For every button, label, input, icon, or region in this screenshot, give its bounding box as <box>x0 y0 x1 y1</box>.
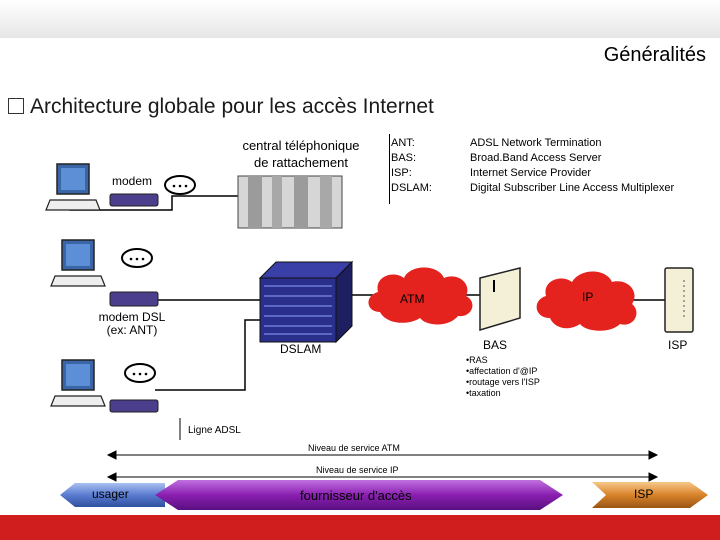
usager-label: usager <box>92 487 129 501</box>
computer-icon-1 <box>45 163 101 211</box>
niveau-atm-label: Niveau de service ATM <box>308 443 400 453</box>
modem-box-1 <box>109 193 159 207</box>
usager-arrow <box>60 483 165 507</box>
bottom-red-bar <box>0 515 720 540</box>
legend-def: Broad.Band Access Server <box>470 152 602 164</box>
computer-icon-3 <box>50 359 106 407</box>
modem-label: modem <box>112 174 153 188</box>
ip-label: IP <box>582 290 594 304</box>
bas-label: BAS <box>483 338 508 352</box>
phone-icon-1 <box>164 175 196 195</box>
dslam-label: DSLAM <box>280 342 322 356</box>
slide-heading: Architecture globale pour les accès Inte… <box>8 95 434 119</box>
legend-def: Internet Service Provider <box>470 167 592 179</box>
legend-abbr: ISP: <box>391 167 412 179</box>
isp-server-icon <box>664 267 694 333</box>
isp-label: ISP <box>668 338 688 352</box>
bas-functions-list: •RAS •affectation d'@IP •routage vers l'… <box>466 355 540 399</box>
computer-icon-2 <box>50 239 106 287</box>
phone-icon-2 <box>121 248 153 268</box>
modem-dsl-label: modem DSL (ex: ANT) <box>98 310 166 337</box>
dslam-rack-icon <box>258 260 354 344</box>
service-level-arrows <box>106 450 659 482</box>
slide-heading-text: Architecture globale pour les accès Inte… <box>30 95 434 118</box>
niveau-ip-label: Niveau de service IP <box>316 465 399 475</box>
bas-function-item: •taxation <box>466 388 501 398</box>
isp-arrow <box>592 482 708 508</box>
top-banner <box>0 0 720 38</box>
line-user3-dslam <box>155 319 260 391</box>
modem-box-3 <box>109 399 159 413</box>
legend-abbr: DSLAM: <box>391 182 432 194</box>
page-title: Généralités <box>603 44 706 66</box>
fournisseur-label: fournisseur d'accès <box>300 488 412 503</box>
legend-abbr: ANT: <box>391 137 415 149</box>
atm-label: ATM <box>400 292 425 306</box>
atm-cloud <box>368 267 473 325</box>
legend-abbr: BAS: <box>391 152 417 164</box>
phone-icon-3 <box>124 363 156 383</box>
legend-definitions: ADSL Network Termination Broad.Band Acce… <box>470 136 674 196</box>
legend-def: ADSL Network Termination <box>470 137 602 149</box>
bas-function-item: •affectation d'@IP <box>466 366 538 376</box>
modem-dsl-box <box>109 291 159 307</box>
fournisseur-arrow <box>155 480 563 510</box>
legend-abbreviations: ANT: BAS: ISP: DSLAM: <box>391 136 432 196</box>
bullet-box-icon <box>8 98 24 114</box>
bas-function-item: •RAS <box>466 355 488 365</box>
bas-function-item: •routage vers l'ISP <box>466 377 540 387</box>
central-office-icon <box>237 175 343 229</box>
central-label: central téléphonique de rattachement <box>242 138 360 170</box>
isp-bottom-label: ISP <box>634 487 654 501</box>
ligne-adsl-label: Ligne ADSL <box>188 425 241 436</box>
bas-device-icon <box>479 267 521 332</box>
ip-cloud <box>536 271 637 331</box>
legend-left-rule <box>389 134 390 204</box>
legend-def: Digital Subscriber Line Access Multiplex… <box>470 182 675 194</box>
